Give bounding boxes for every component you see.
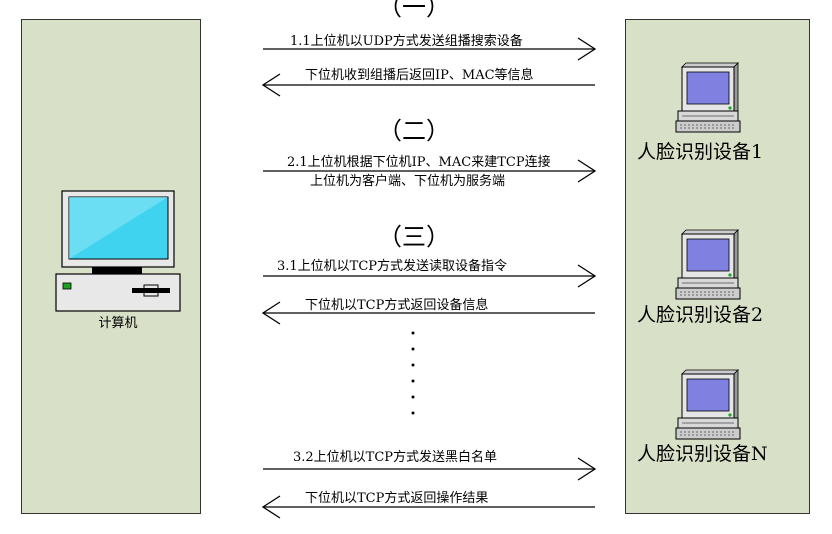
arrow-right-1	[263, 37, 597, 61]
arrow-right-4	[263, 457, 597, 481]
device-icon-1	[675, 62, 741, 133]
arrow-left-1	[261, 73, 595, 97]
device-label-n: 人脸识别设备N	[637, 443, 768, 465]
message-udp-multicast: 1.1上位机以UDP方式发送组播搜索设备	[290, 34, 523, 49]
device-icon-2	[675, 229, 741, 300]
arrow-left-3	[261, 301, 595, 325]
message-tcp-connect: 2.1上位机根据下位机IP、MAC来建TCP连接	[287, 155, 551, 170]
section-heading-2: （二）	[378, 117, 450, 145]
message-return-device-info: 下位机以TCP方式返回设备信息	[305, 298, 489, 313]
arrow-right-2	[263, 159, 597, 183]
ellipsis-dots	[411, 331, 415, 415]
section-heading-3: （三）	[378, 223, 450, 251]
arrow-right-3	[263, 264, 597, 288]
device-label-1: 人脸识别设备1	[637, 141, 764, 163]
device-label-2: 人脸识别设备2	[637, 304, 764, 326]
arrow-left-4	[261, 495, 595, 519]
section-heading-1: （一）	[378, 0, 450, 21]
message-send-blacklist: 3.2上位机以TCP方式发送黑白名单	[293, 450, 498, 465]
message-return-result: 下位机以TCP方式返回操作结果	[305, 491, 489, 506]
message-read-device-cmd: 3.1上位机以TCP方式发送读取设备指令	[277, 259, 508, 274]
message-return-ip-mac: 下位机收到组播后返回IP、MAC等信息	[305, 68, 534, 83]
computer-label: 计算机	[98, 316, 138, 331]
message-client-server: 上位机为客户端、下位机为服务端	[310, 174, 506, 189]
device-icon-n	[675, 369, 741, 440]
computer-icon	[55, 190, 181, 312]
